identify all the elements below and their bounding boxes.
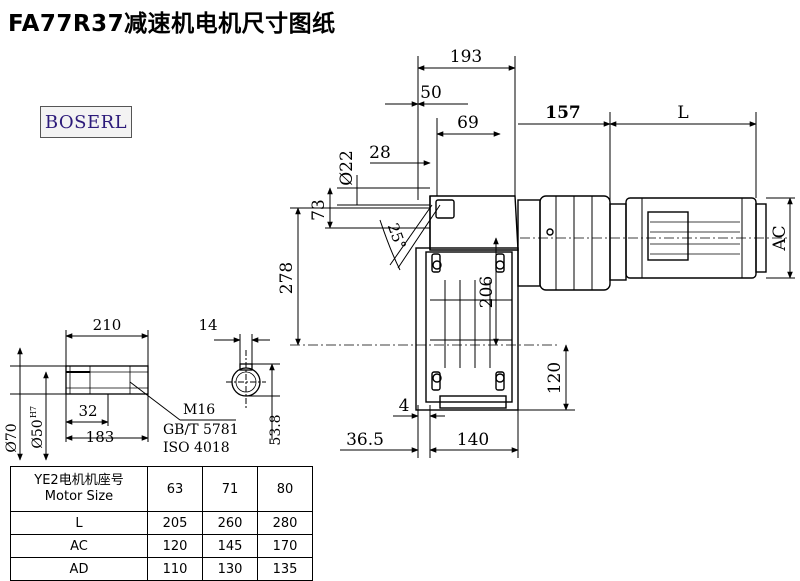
dim-53-8: 53.8 — [268, 414, 284, 445]
size-80: 80 — [257, 466, 313, 512]
dim-193: 193 — [450, 47, 482, 67]
size-71: 71 — [202, 466, 258, 512]
intermediate-stage — [517, 195, 627, 291]
header-line-2: Motor Size — [44, 489, 114, 504]
dim-32: 32 — [78, 402, 97, 420]
table-cell: 170 — [257, 534, 313, 558]
dim-73: 73 — [309, 199, 329, 221]
dim-L: L — [677, 103, 688, 123]
table-cell: 145 — [202, 534, 258, 558]
torque-arm — [379, 204, 441, 271]
table-cell: 110 — [147, 557, 203, 581]
dim-50: 50 — [420, 83, 442, 103]
shaft-dimension-lines — [10, 330, 236, 461]
dim-140: 140 — [457, 430, 489, 450]
dim-210: 210 — [93, 316, 122, 334]
table-header-row: YE2电机机座号 Motor Size 63 71 80 — [10, 466, 313, 512]
tolerance-h7: H7 — [29, 406, 38, 418]
table-cell: 280 — [257, 511, 313, 535]
dim-278: 278 — [277, 262, 297, 294]
dim-50-h7: Ø50 — [30, 419, 46, 448]
hollow-shaft-section — [65, 365, 149, 395]
row-label: AC — [10, 534, 148, 558]
table-cell: 205 — [147, 511, 203, 535]
row-label: AD — [10, 557, 148, 581]
callout-m16: M16 — [183, 402, 215, 418]
page-title: FA77R37减速机电机尺寸图纸 — [8, 11, 336, 37]
keyway-dimension-lines — [214, 334, 280, 440]
table-cell: 135 — [257, 557, 313, 581]
size-63: 63 — [147, 466, 203, 512]
callout-iso: ISO 4018 — [163, 440, 230, 456]
dim-206: 206 — [477, 276, 497, 308]
table-row: AC 120 145 170 — [10, 534, 313, 558]
table-cell: 260 — [202, 511, 258, 535]
dim-AC: AC — [770, 225, 790, 251]
table-cell: 130 — [202, 557, 258, 581]
table-row: AD 110 130 135 — [10, 557, 313, 581]
gear-reducer-body — [415, 195, 519, 411]
dim-14: 14 — [198, 316, 217, 334]
dim-157: 157 — [545, 103, 581, 123]
row-label: L — [10, 511, 148, 535]
dim-69: 69 — [457, 113, 479, 133]
dim-120: 120 — [545, 362, 565, 394]
dim-25-angle: 25° — [384, 221, 410, 252]
dim-28: 28 — [369, 143, 391, 163]
table-header-label: YE2电机机座号 Motor Size — [10, 466, 148, 512]
header-line-1: YE2电机机座号 — [34, 473, 124, 488]
dim-183: 183 — [86, 428, 115, 446]
dim-4: 4 — [399, 396, 410, 416]
callout-gbt: GB/T 5781 — [163, 422, 239, 438]
table-cell: 120 — [147, 534, 203, 558]
motor-size-table: YE2电机机座号 Motor Size 63 71 80 L 205 260 2… — [10, 466, 313, 581]
dim-36-5: 36.5 — [346, 430, 384, 450]
dimension-lines — [290, 56, 795, 458]
table-row: L 205 260 280 — [10, 511, 313, 535]
dim-70: Ø70 — [4, 423, 20, 452]
dim-22: Ø22 — [337, 150, 357, 186]
brand-logo: BOSERL — [40, 106, 132, 138]
